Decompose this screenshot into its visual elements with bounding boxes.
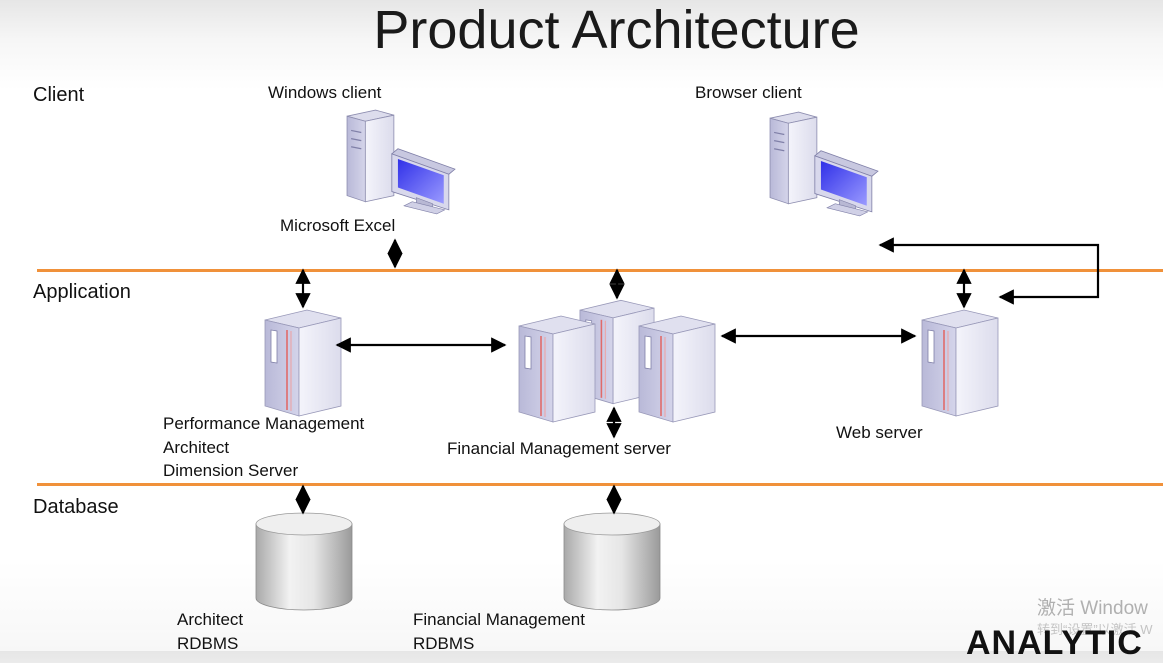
fm-rdbms-label: Financial Management RDBMS [413, 608, 585, 655]
architect-rdbms-line-1: Architect [177, 610, 244, 629]
page-title: Product Architecture [373, 0, 860, 60]
browser-client-label: Browser client [695, 83, 802, 102]
windows-activation-watermark: 激活 Window [1037, 598, 1148, 619]
pma-label-line-3: Dimension Server [163, 461, 299, 480]
pma-dimension-server-label: Performance Management Architect Dimensi… [163, 412, 364, 483]
microsoft-excel-label: Microsoft Excel [280, 216, 396, 235]
web-server-label: Web server [836, 423, 923, 442]
fm-server-label: Financial Management server [447, 439, 671, 458]
architect-rdbms-label: Architect RDBMS [177, 608, 243, 655]
layer-label-application: Application [33, 281, 131, 303]
layer-label-database: Database [33, 496, 119, 518]
layer-label-client: Client [33, 84, 85, 106]
analytic-logo: ANALYTIC [966, 624, 1143, 662]
client-application-divider [37, 269, 1163, 272]
fm-rdbms-line-1: Financial Management [413, 610, 585, 629]
fm-rdbms-line-2: RDBMS [413, 633, 475, 653]
pma-label-line-2: Architect [163, 437, 230, 457]
browser-to-web-loop-arrow [878, 237, 1100, 305]
application-database-divider [37, 483, 1163, 486]
windows-client-label: Windows client [268, 83, 382, 102]
architect-rdbms-line-2: RDBMS [177, 633, 239, 653]
pma-label-line-1: Performance Management [163, 414, 365, 433]
windows-activation-subtext: 转到“设置”以激活 W [1037, 622, 1153, 637]
